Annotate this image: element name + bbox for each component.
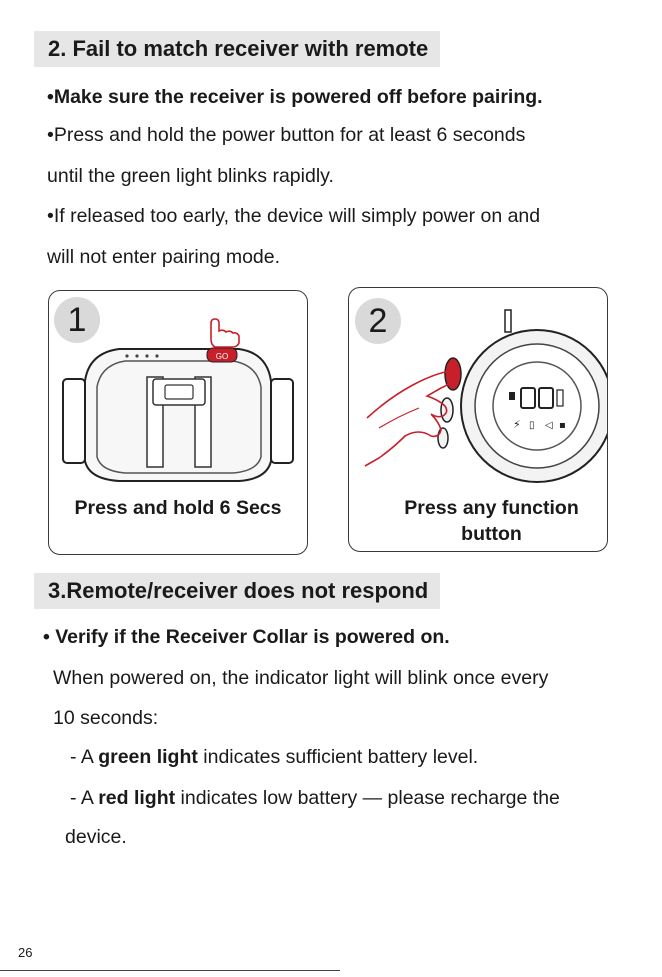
svg-text:◁: ◁ xyxy=(545,420,553,431)
red-light-line: - A red light indicates low battery — pl… xyxy=(70,787,560,810)
svg-text:▯: ▯ xyxy=(529,420,535,431)
paragraph-indicator-line2: 10 seconds: xyxy=(53,707,159,729)
power-button-label: GO xyxy=(216,352,228,361)
svg-text:▪: ▪ xyxy=(559,420,566,431)
bullet-released-early-line2: will not enter pairing mode. xyxy=(47,246,281,268)
receiver-collar-illustration: GO xyxy=(62,318,294,482)
svg-text:⚡: ⚡ xyxy=(513,418,521,431)
section-heading-pairing: 2. Fail to match receiver with remote xyxy=(34,31,441,67)
remote-controller-illustration: ⚡ ▯ ◁ ▪ xyxy=(364,309,607,483)
bullet-press-hold-line2: until the green light blinks rapidly. xyxy=(47,165,334,187)
step-1-caption: Press and hold 6 Secs xyxy=(74,497,282,519)
step-1-panel: 1 GO Press and hold 6 Secs xyxy=(48,290,308,555)
section-heading-not-respond: 3.Remote/receiver does not respond xyxy=(34,573,441,609)
step-2-number: 2 xyxy=(355,298,401,344)
bullet-power-off: •Make sure the receiver is powered off b… xyxy=(47,86,543,108)
red-light-line2: device. xyxy=(65,826,127,848)
step-2-panel: 2 ⚡ ▯ ◁ ▪ Press any function button xyxy=(348,287,608,552)
red-light-prefix: - A xyxy=(70,787,99,809)
green-light-prefix: - A xyxy=(70,746,99,768)
step-2-caption-line2: button xyxy=(461,523,522,545)
green-light-line: - A green light indicates sufficient bat… xyxy=(70,746,478,769)
bullet-released-early-line1: •If released too early, the device will … xyxy=(47,205,541,227)
step-1-number: 1 xyxy=(54,297,100,343)
footer-rule xyxy=(0,970,340,971)
page-number: 26 xyxy=(18,945,33,960)
step-2-caption-line1: Press any function xyxy=(404,497,579,519)
bullet-verify-powered: • Verify if the Receiver Collar is power… xyxy=(43,626,450,648)
red-light-description: indicates low battery — please recharge … xyxy=(175,787,560,809)
green-light-description: indicates sufficient battery level. xyxy=(197,746,479,768)
green-light-term: green light xyxy=(98,746,198,768)
red-light-term: red light xyxy=(98,787,176,809)
paragraph-indicator-line1: When powered on, the indicator light wil… xyxy=(53,667,549,689)
bullet-press-hold-line1: •Press and hold the power button for at … xyxy=(47,124,526,146)
